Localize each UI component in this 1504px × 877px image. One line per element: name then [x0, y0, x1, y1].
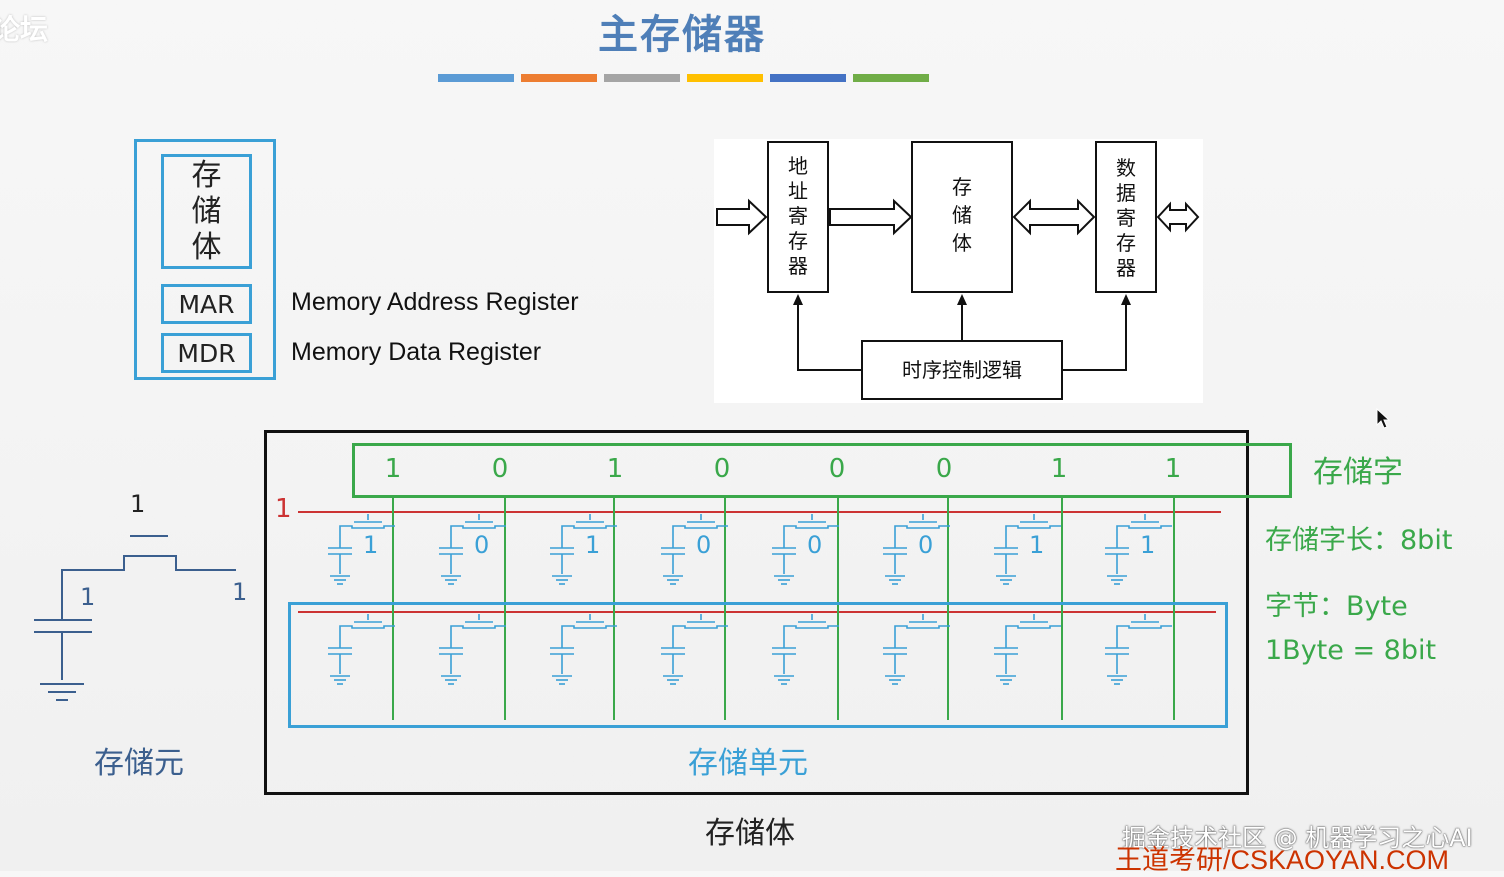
word-bit: 0: [828, 454, 846, 484]
storage-body-char: 体: [952, 231, 972, 255]
memory-cell: [550, 514, 617, 585]
storage-body-char: 体: [191, 229, 222, 265]
color-bar: [604, 74, 680, 82]
cell-left-value: 1: [80, 583, 95, 611]
address-register-char: 址: [788, 179, 808, 203]
memory-cell: [550, 614, 617, 685]
data-register-char: 数: [1116, 156, 1136, 180]
data-register-char: 存: [1116, 231, 1136, 255]
storage-word-label: 存储字: [1313, 455, 1403, 490]
address-register-char: 存: [788, 229, 808, 253]
page-title: 主存储器: [0, 2, 1504, 60]
address-to-storage-arrow: [829, 198, 913, 236]
storage-body-char: 储: [952, 203, 972, 227]
cell-value: 0: [474, 531, 489, 559]
cell-value: 1: [1140, 531, 1155, 559]
data-register-char: 寄: [1116, 206, 1136, 230]
cell-value: 0: [918, 531, 933, 559]
cell-top-value: 1: [130, 490, 145, 518]
color-bar: [687, 74, 763, 82]
storage-body-char: 存: [191, 157, 222, 193]
cell-value: 1: [363, 531, 378, 559]
storage-data-arrow: [1012, 198, 1096, 236]
word-bit: 1: [606, 454, 624, 484]
memory-cell: [328, 614, 395, 685]
word-bit: 0: [713, 454, 731, 484]
address-register-char: 器: [788, 254, 808, 278]
color-bar: [521, 74, 597, 82]
mdr-box: MDR: [161, 333, 252, 373]
memory-cell: [883, 514, 950, 585]
corner-logo: 论坛: [0, 13, 49, 46]
word-bit: 1: [384, 454, 402, 484]
memory-cell: [772, 514, 839, 585]
input-arrow: [716, 198, 768, 236]
mar-box: MAR: [161, 284, 252, 324]
storage-body-char: 存: [952, 175, 972, 199]
memory-cell: [439, 514, 506, 585]
address-register-char: 寄: [788, 204, 808, 228]
byte-label: 字节：Byte: [1265, 591, 1408, 622]
storage-cell-diagram: 1 1 1: [34, 490, 247, 701]
cell-right-value: 1: [232, 578, 247, 606]
storage-body-label: 存储体: [705, 816, 795, 851]
storage-unit-label: 存储单元: [688, 746, 808, 781]
storage-body-box: 存 储 体: [161, 154, 252, 269]
color-bar: [438, 74, 514, 82]
memory-cell: [883, 614, 950, 685]
data-register-block: [1095, 141, 1157, 293]
memory-body-frame: [264, 430, 1249, 795]
byte-equation: 1Byte = 8bit: [1265, 635, 1437, 666]
storage-cell-label: 存储元: [94, 746, 184, 781]
word-bit: 1: [1164, 454, 1182, 484]
data-register-char: 据: [1116, 181, 1136, 205]
memory-cell: [661, 614, 728, 685]
memory-cell-array: 1 0 1 0 0 0 1 1: [298, 498, 1221, 720]
register-group: [134, 139, 276, 380]
mouse-cursor-icon: [1376, 408, 1391, 429]
row-select-label: 1: [275, 494, 292, 524]
mdr-description: Memory Data Register: [291, 338, 542, 366]
watermark-community: 掘金技术社区 @ 机器学习之心AI: [1122, 824, 1473, 852]
cell-value: 1: [1029, 531, 1044, 559]
color-bar: [770, 74, 846, 82]
memory-cell: [1105, 514, 1172, 585]
word-length-label: 存储字长：8bit: [1265, 525, 1453, 556]
storage-unit-box: [288, 602, 1228, 728]
block-diagram: 地 址 寄 存 器 存 储 体 数 据 寄 存 器 时序控制逻辑: [714, 139, 1203, 403]
memory-cell: [661, 514, 728, 585]
memory-cell: [994, 614, 1061, 685]
storage-word-box: [352, 443, 1292, 498]
storage-body-char: 储: [191, 193, 222, 229]
color-bar: [853, 74, 929, 82]
memory-cell: [994, 514, 1061, 585]
timing-logic-label: 时序控制逻辑: [902, 358, 1022, 382]
cell-value: 0: [807, 531, 822, 559]
watermark-site: 王道考研/CSKAOYAN.COM: [1115, 845, 1450, 875]
memory-cell: [328, 514, 395, 585]
address-register-block: [767, 141, 829, 293]
word-bit: 0: [935, 454, 953, 484]
memory-cell: [772, 614, 839, 685]
data-io-arrow: [1156, 201, 1200, 233]
cell-value: 0: [696, 531, 711, 559]
word-bit: 0: [491, 454, 509, 484]
memory-cell: [439, 614, 506, 685]
cell-value: 1: [585, 531, 600, 559]
page-title-text: 主存储器: [598, 12, 766, 58]
data-register-char: 器: [1116, 256, 1136, 280]
address-register-char: 地: [788, 154, 808, 178]
memory-cell: [1105, 614, 1172, 685]
word-bit: 1: [1050, 454, 1068, 484]
mar-description: Memory Address Register: [291, 288, 579, 316]
